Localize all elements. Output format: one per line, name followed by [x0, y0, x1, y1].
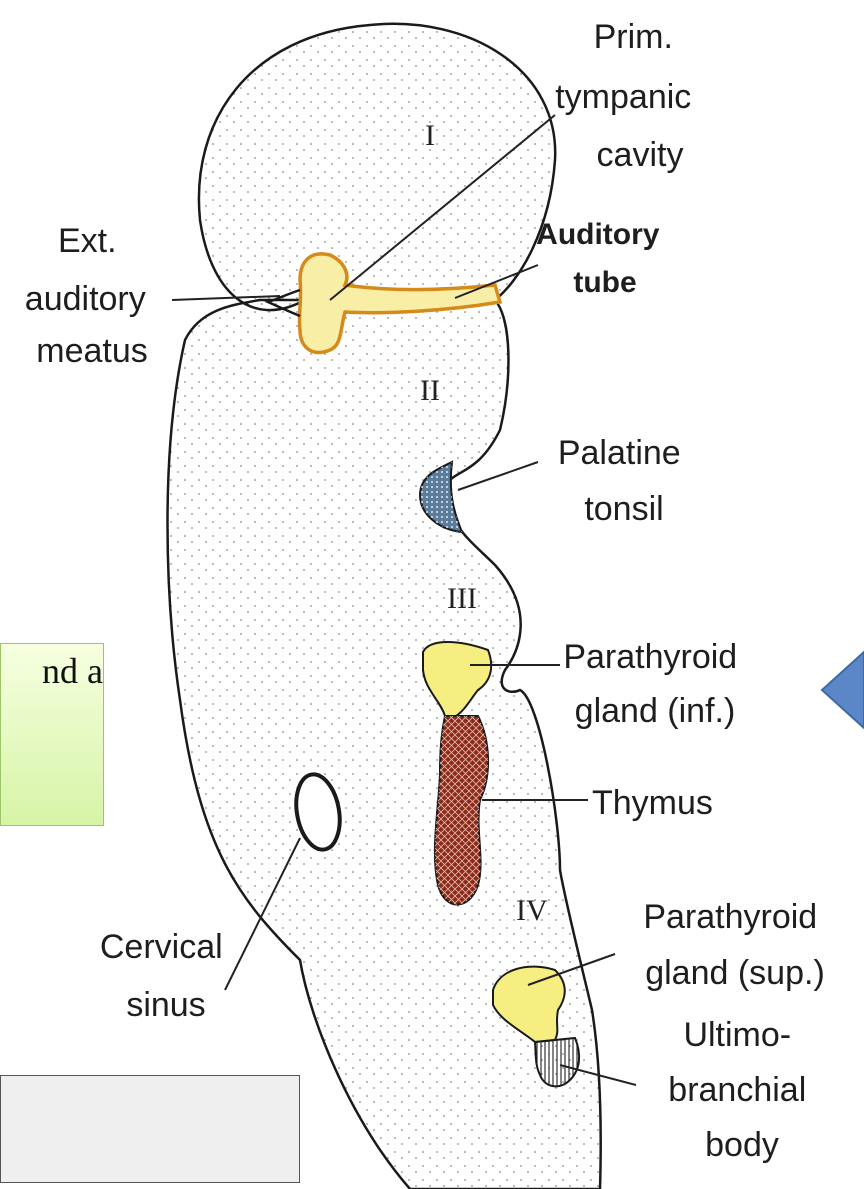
label-ext-auditory-meatus: Ext. auditory meatus: [25, 222, 155, 370]
pouch-label-i: I: [425, 119, 435, 152]
note-callout: nd a: [0, 643, 104, 826]
label-thymus: Thymus: [592, 784, 713, 822]
label-palatine-tonsil: Palatine tonsil: [558, 434, 690, 528]
label-parathyroid-inf: Parathyroid gland (inf.): [563, 638, 746, 730]
pouch-label-ii: II: [420, 374, 440, 407]
label-prim-tympanic: Prim. tympanic cavity: [555, 18, 701, 174]
label-auditory-tube: Auditory tube: [536, 218, 668, 299]
bottom-text-box: [0, 1075, 300, 1183]
pouch-label-iii: III: [447, 582, 477, 615]
label-parathyroid-sup: Parathyroid gland (sup.): [643, 898, 826, 992]
label-ultimobranchial: Ultimo- branchial body: [668, 1016, 815, 1164]
label-cervical-sinus: Cervical sinus: [100, 928, 232, 1024]
pointer-arrow-icon: [822, 652, 864, 728]
note-text: nd a: [42, 650, 103, 692]
pouch-label-iv: IV: [516, 894, 548, 927]
